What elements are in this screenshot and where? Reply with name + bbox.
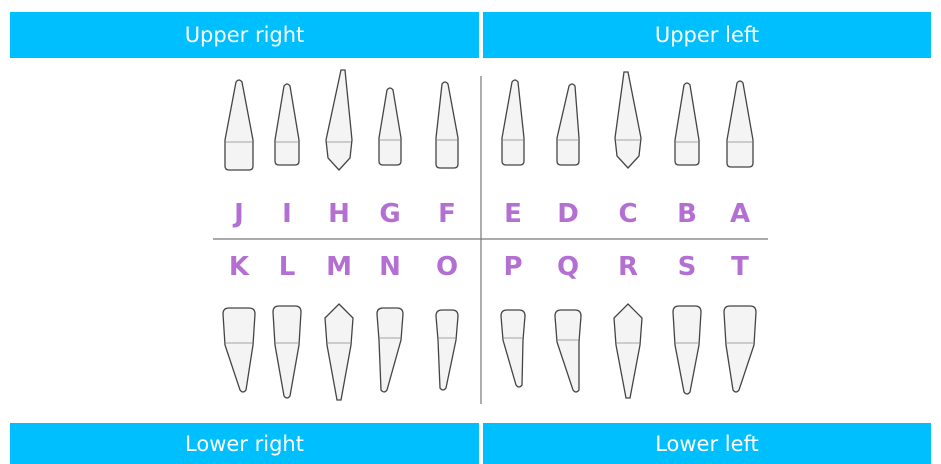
upper-tooth-c [615,72,641,168]
lower-tooth-t [724,306,756,392]
lower-tooth-k [223,308,255,392]
lower-letter-p: P [493,252,533,282]
upper-tooth-i [275,84,299,165]
lower-letter-s: S [667,252,707,282]
lower-left-label: Lower left [655,432,759,456]
lower-letter-n: N [370,252,410,282]
lower-letter-k: K [219,252,259,282]
lower-tooth-l [273,306,301,398]
upper-letter-h: H [319,199,359,229]
lower-tooth-q [555,310,581,392]
lower-letter-m: M [319,252,359,282]
lower-tooth-m [325,304,353,400]
lower-letter-o: O [427,252,467,282]
lower-tooth-s [673,306,701,394]
upper-tooth-j [225,80,253,170]
lower-left-header: Lower left [483,423,931,464]
lower-tooth-o [436,310,458,390]
upper-tooth-d [557,84,579,165]
upper-letter-i: I [267,199,307,229]
lower-letter-t: T [720,252,760,282]
upper-letter-f: F [427,199,467,229]
upper-letter-g: G [370,199,410,229]
lower-tooth-p [501,310,525,387]
upper-tooth-f [436,82,458,168]
upper-tooth-e [502,80,524,165]
lower-right-label: Lower right [185,432,304,456]
lower-tooth-r [614,304,642,398]
upper-letter-j: J [219,199,259,229]
upper-tooth-h [326,70,352,170]
upper-letter-b: B [667,199,707,229]
lower-tooth-n [377,308,403,392]
lower-right-header: Lower right [10,423,479,464]
upper-tooth-b [675,83,699,165]
upper-letter-e: E [493,199,533,229]
upper-tooth-g [379,88,401,165]
upper-letter-a: A [720,199,760,229]
teeth-layer [223,70,756,400]
upper-letter-d: D [548,199,588,229]
upper-letter-c: C [608,199,648,229]
upper-tooth-a [727,81,753,167]
lower-letter-q: Q [548,252,588,282]
lower-letter-r: R [608,252,648,282]
lower-letter-l: L [267,252,307,282]
